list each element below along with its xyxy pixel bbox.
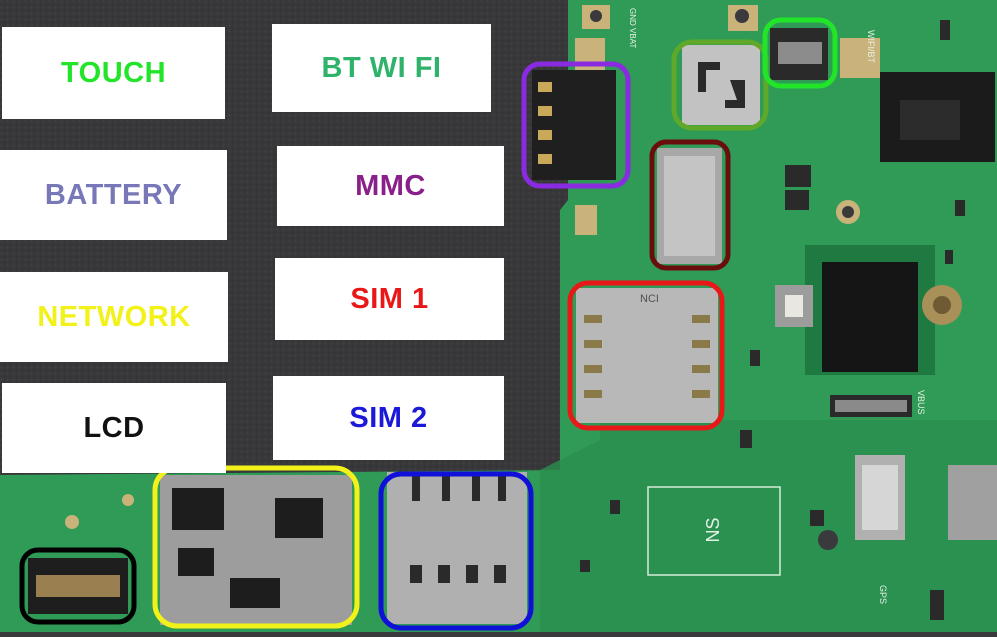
mmc-label-text: MMC [355,169,426,202]
mounting-hole [122,494,134,506]
mounting-hole [842,206,854,218]
battery-highlight [521,61,631,189]
network-label: NETWORK [0,272,228,362]
audio-jack-inner [900,100,960,140]
network-chips [172,488,323,608]
sim2-contacts [410,475,506,583]
sim1-highlight [567,280,725,431]
touch-connector-pins [778,42,822,64]
wifi-bt-marking: WIFI/BT [866,30,876,63]
mounting-hole [818,530,838,550]
touch-highlight [762,17,838,89]
btwifi-label: BT WI FI [272,24,491,112]
sim1-label: SIM 1 [275,258,504,340]
ns-chip-outline [647,486,781,576]
network-label-text: NETWORK [37,300,191,333]
battery-label-text: BATTERY [44,178,183,211]
mounting-hole [65,515,79,529]
mmc-highlight [649,139,731,271]
btwifi-label-text: BT WI FI [321,51,442,84]
mmc-label: MMC [277,146,504,226]
microphone-core [933,296,951,314]
mmc-slot-inner [664,156,715,256]
bt-wifi-module [682,45,760,125]
sim1-label-text: SIM 1 [350,282,429,315]
board-connector-pins [835,400,907,412]
led-core [785,295,803,317]
bt-wifi-module-mark [698,62,745,108]
mounting-hole [590,10,602,22]
pcb-traces [540,420,997,632]
sim1-slot [576,288,718,423]
vbus-marking: VBUS [916,390,926,415]
mounting-hole [735,9,749,23]
gps-marking: GPS [878,585,888,604]
sim1-contacts [584,315,710,398]
lcd-connector-pins [36,575,120,597]
usb-port [948,465,997,540]
sim-slot-marking: NCI [640,293,659,305]
gold-pad [575,205,597,235]
crystal-inner [862,465,898,530]
gnd-vbat-marking: GND VBAT [628,8,637,48]
touch-label: TOUCH [2,27,225,119]
battery-pins [538,82,552,164]
sim2-label-text: SIM 2 [349,401,428,434]
btwifi-highlight [671,39,769,131]
sim2-highlight [378,471,534,631]
lcd-label-text: LCD [83,411,145,444]
ns-chip-marking: NS [703,517,723,542]
network-highlight [152,465,360,629]
gold-pad [840,38,880,78]
lcd-label: LCD [2,383,226,473]
battery-label: BATTERY [0,150,227,240]
lcd-highlight [19,547,137,625]
smd-components [580,20,965,620]
shield-cutout [822,262,918,372]
sim2-label: SIM 2 [273,376,504,460]
touch-label-text: TOUCH [60,56,167,89]
